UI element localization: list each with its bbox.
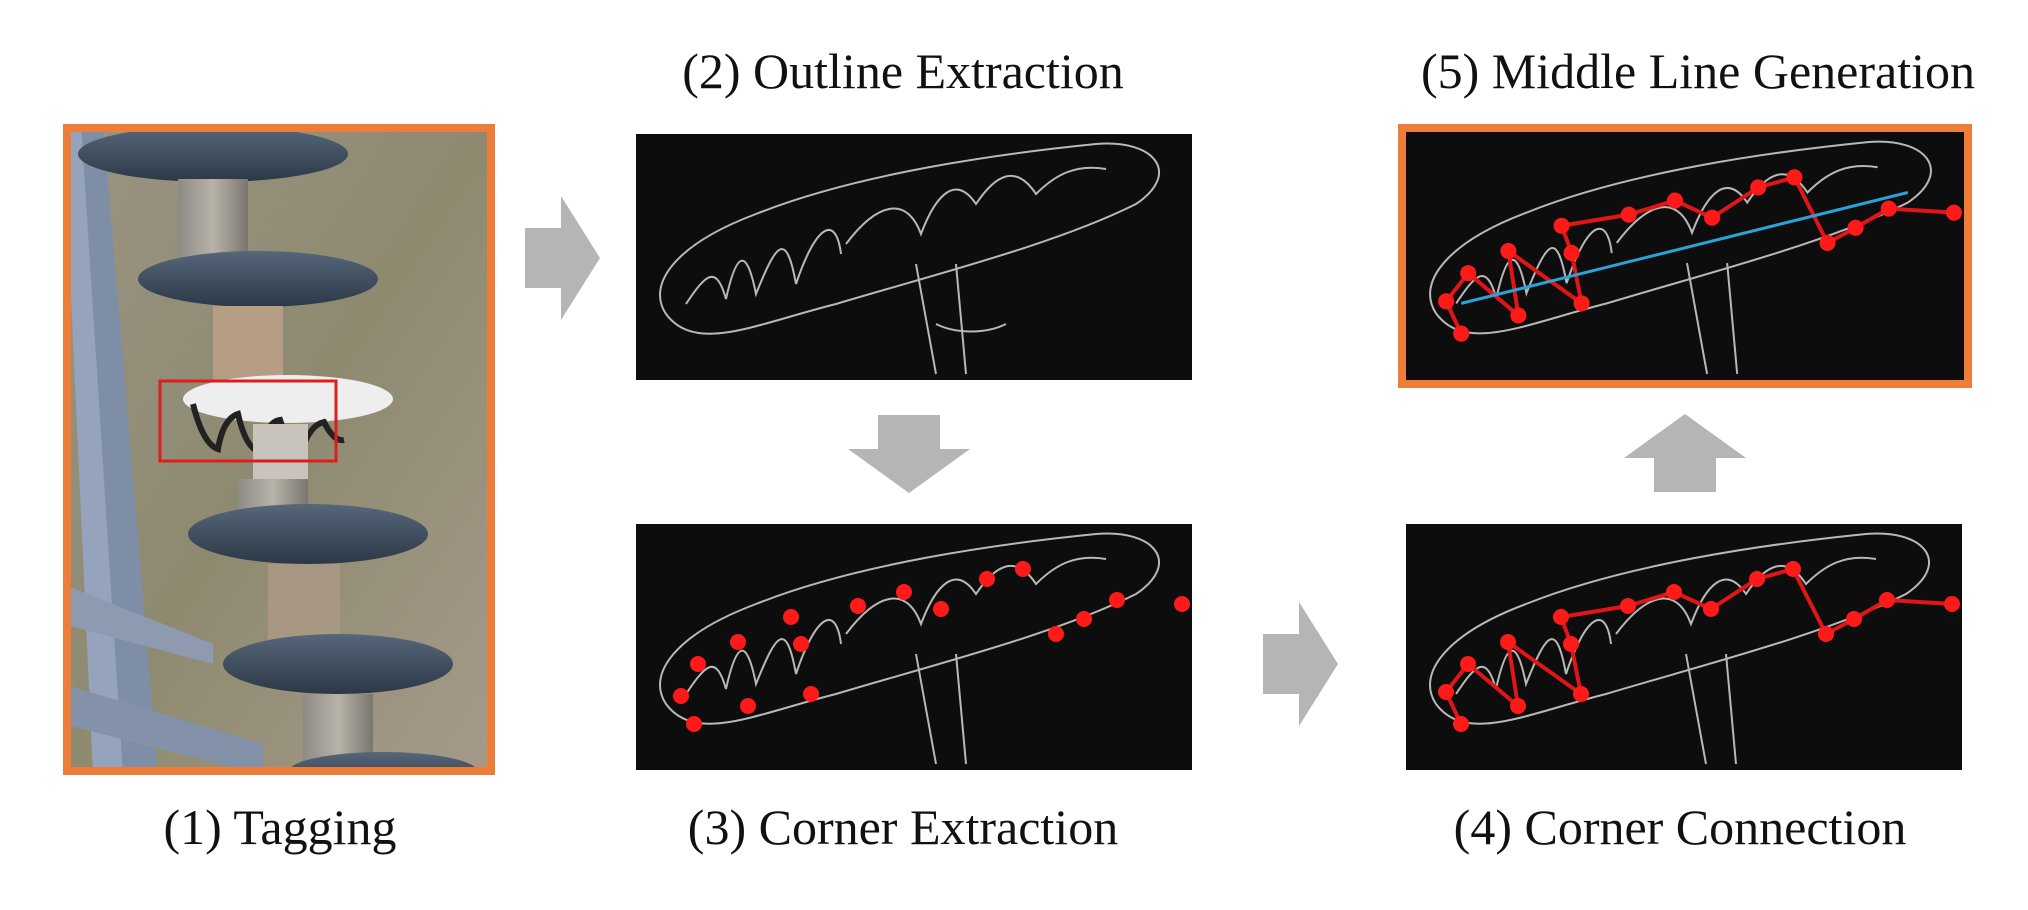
insulator-photo (63, 124, 495, 775)
arrow-up (1624, 414, 1746, 492)
label-corner-extraction: (3) Corner Extraction (687, 799, 1119, 855)
label-tagging: (1) Tagging (163, 799, 397, 855)
tagging-frame (63, 124, 495, 775)
insulator-stack (78, 124, 478, 775)
middle-line (1460, 191, 1909, 305)
arrow-right-2 (1263, 602, 1338, 726)
outline-extraction-panel (636, 134, 1192, 380)
arrow-right-1 (525, 196, 600, 320)
arrow-down (848, 415, 970, 493)
label-corner-connection: (4) Corner Connection (1453, 799, 1907, 855)
label-middle-line-generation: (5) Middle Line Generation (1421, 43, 1975, 99)
middle-line-panel (1398, 124, 1972, 388)
tagging-photo-panel (63, 124, 495, 775)
tag-bounding-box (158, 379, 338, 463)
corner-connection-panel (1406, 524, 1962, 770)
corner-points (673, 561, 1190, 732)
corner-extraction-panel (636, 524, 1192, 770)
connected-corner-points (1438, 561, 1960, 732)
label-outline-extraction: (2) Outline Extraction (682, 43, 1124, 99)
outline-edges (659, 142, 1160, 375)
